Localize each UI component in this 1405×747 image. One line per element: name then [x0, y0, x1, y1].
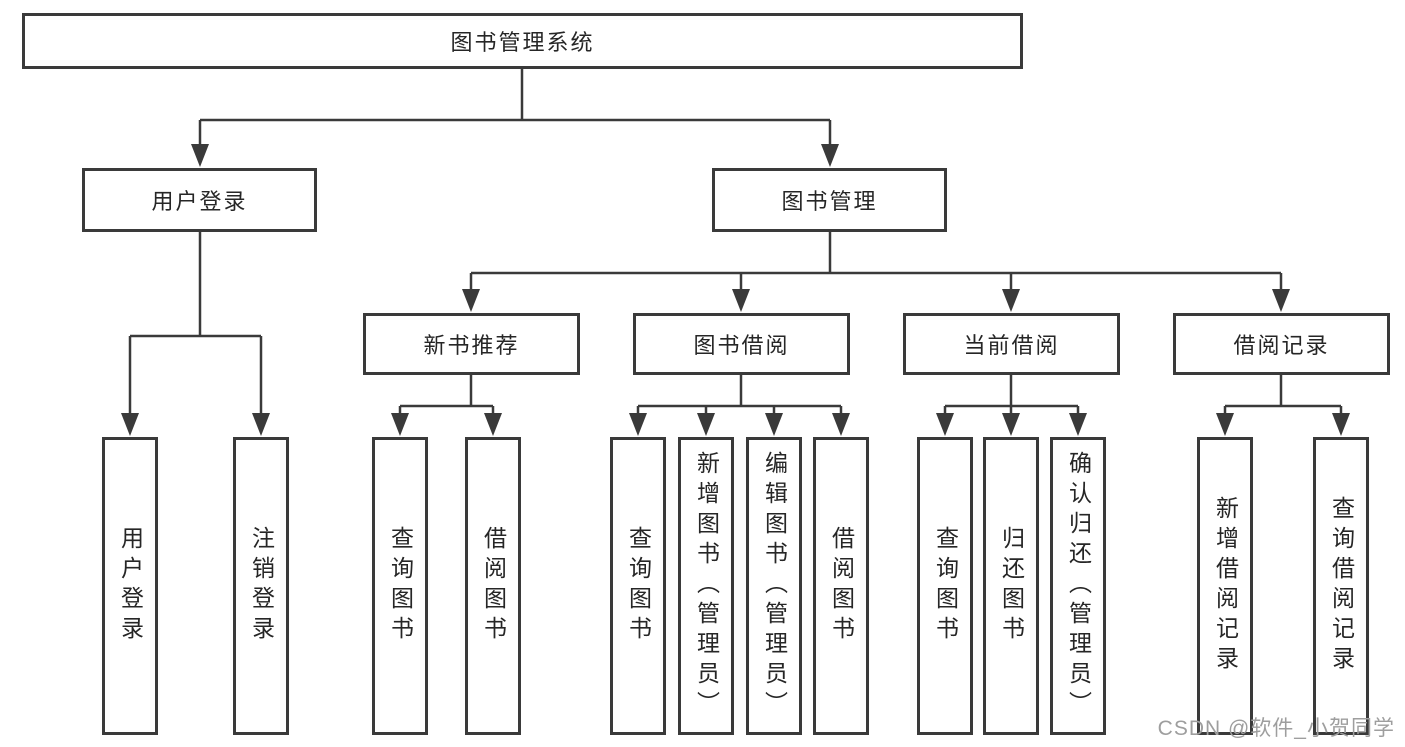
node-borrowing-records: 借阅记录 [1173, 313, 1390, 375]
arrowhead [1272, 289, 1290, 312]
connector-book-management [469, 232, 1283, 292]
arrowhead [732, 289, 750, 312]
arrowhead [484, 413, 502, 436]
arrowhead [1216, 413, 1234, 436]
leaf-query-books-1: 查询图书 [372, 437, 428, 735]
arrowhead [936, 413, 954, 436]
leaf-query-borrow-record: 查询借阅记录 [1313, 437, 1369, 735]
node-user-login: 用户登录 [82, 168, 317, 232]
arrowhead [821, 144, 839, 167]
connector-user-login [128, 232, 263, 416]
arrowhead [629, 413, 647, 436]
arrowhead [1069, 413, 1087, 436]
leaf-borrow-books-2: 借阅图书 [813, 437, 869, 735]
leaf-edit-book-admin: 编辑图书（管理员） [746, 437, 802, 735]
leaf-logout: 注销登录 [233, 437, 289, 735]
watermark: CSDN @软件_小贺同学 [1157, 717, 1395, 740]
arrowhead [1002, 413, 1020, 436]
connector-borrow-records [1223, 375, 1343, 416]
arrowhead [832, 413, 850, 436]
connector-book-borrowing [636, 375, 843, 416]
node-current-borrowing: 当前借阅 [903, 313, 1120, 375]
arrowhead [391, 413, 409, 436]
arrowhead [191, 144, 209, 167]
node-library-management-system: 图书管理系统 [22, 13, 1023, 69]
leaf-add-borrow-record: 新增借阅记录 [1197, 437, 1253, 735]
arrowhead [462, 289, 480, 312]
leaf-add-book-admin: 新增图书（管理员） [678, 437, 734, 735]
leaf-user-login: 用户登录 [102, 437, 158, 735]
leaf-query-books-3: 查询图书 [917, 437, 973, 735]
arrowhead [1002, 289, 1020, 312]
node-book-borrowing: 图书借阅 [633, 313, 850, 375]
arrowhead [697, 413, 715, 436]
connector-current-borrowing [943, 375, 1080, 416]
connector-new-book [398, 375, 495, 416]
arrowhead [765, 413, 783, 436]
arrowhead [1332, 413, 1350, 436]
node-book-management: 图书管理 [712, 168, 947, 232]
connector-root [198, 69, 832, 148]
node-new-book-recommendation: 新书推荐 [363, 313, 580, 375]
leaf-borrow-books-1: 借阅图书 [465, 437, 521, 735]
arrowhead [121, 413, 139, 436]
leaf-return-book: 归还图书 [983, 437, 1039, 735]
leaf-confirm-return-admin: 确认归还（管理员） [1050, 437, 1106, 735]
leaf-query-books-2: 查询图书 [610, 437, 666, 735]
arrowhead [252, 413, 270, 436]
